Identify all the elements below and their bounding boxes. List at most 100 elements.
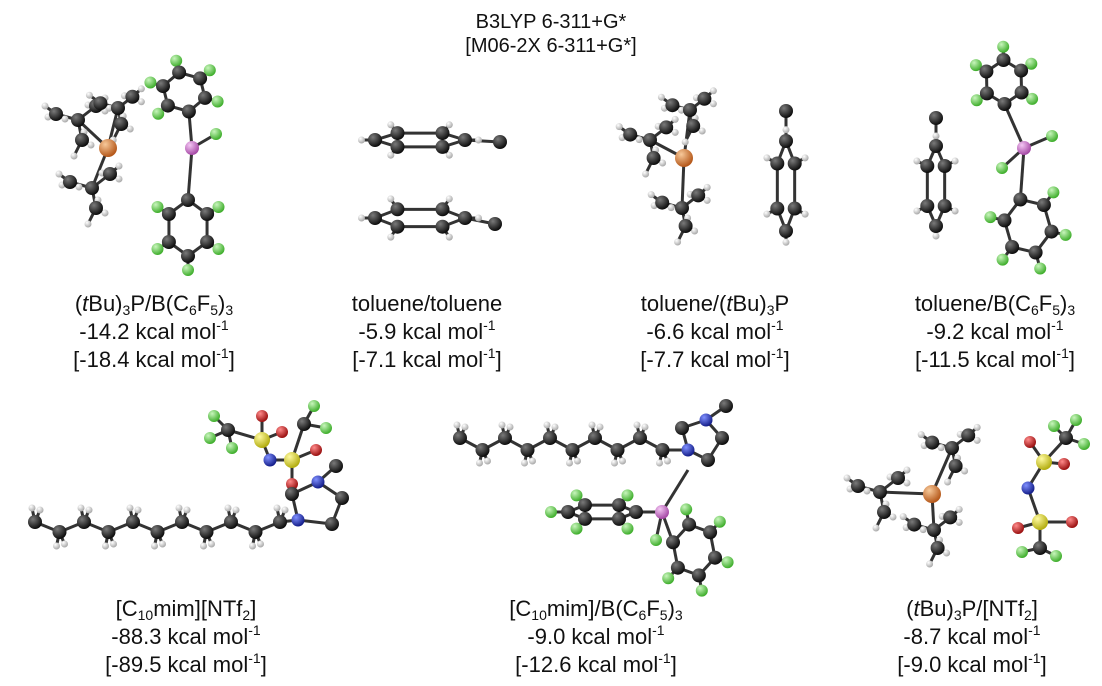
- carbon-atom: [1005, 240, 1020, 254]
- bond: [660, 469, 690, 513]
- bond: [1003, 103, 1026, 149]
- carbon-atom: [248, 525, 263, 539]
- hydrogen-atom: [596, 423, 604, 431]
- hydrogen-atom: [843, 474, 851, 482]
- carbon-atom: [927, 523, 941, 537]
- carbon-atom: [63, 175, 77, 189]
- fluorine-atom: [320, 422, 332, 434]
- bond: [186, 147, 194, 201]
- complex-name: (tBu)3P/B(C6F5)3: [4, 290, 304, 318]
- complex-name: [C10mim]/B(C6F5)3: [446, 595, 746, 623]
- hydrogen-atom: [872, 524, 880, 532]
- fluorine-atom: [1050, 550, 1062, 562]
- energy-alt-number: [-9.0 kcal mol: [897, 652, 1029, 677]
- fluorine-atom: [204, 432, 216, 444]
- carbon-atom: [659, 120, 674, 135]
- carbon-atom: [193, 71, 208, 86]
- carbon-atom: [715, 431, 729, 445]
- carbon-atom: [691, 568, 706, 583]
- name-part: F: [1038, 291, 1053, 316]
- carbon-atom: [156, 79, 170, 94]
- hydrogen-atom: [53, 542, 60, 550]
- carbon-atom: [629, 505, 643, 519]
- hydrogen-atom: [973, 423, 981, 431]
- fluorine-atom: [662, 572, 675, 585]
- carbon-atom: [891, 471, 905, 485]
- carbon-atom: [787, 156, 802, 171]
- fluorine-atom: [680, 503, 693, 516]
- hydrogen-atom: [932, 232, 940, 240]
- carbon-atom: [488, 217, 502, 231]
- name-part: t: [726, 291, 733, 316]
- carbon-atom: [1044, 224, 1059, 239]
- carbon-atom: [435, 219, 450, 234]
- fluorine-atom: [1047, 186, 1060, 199]
- hydrogen-atom: [659, 159, 667, 167]
- hydrogen-atom: [41, 102, 49, 110]
- fluorine-atom: [621, 489, 634, 502]
- carbon-atom: [520, 443, 535, 457]
- alt-method-line: [M06-2X 6-311+G*]: [465, 35, 637, 57]
- hydrogen-atom: [529, 457, 536, 465]
- carbon-atom: [111, 101, 125, 115]
- carbon-atom: [779, 104, 793, 118]
- carbon-atom: [686, 119, 701, 133]
- method-line: B3LYP 6-311+G*: [475, 11, 627, 33]
- fluorine-atom: [721, 556, 734, 569]
- energy-alt-value: [-12.6 kcal mol-1]: [446, 651, 746, 679]
- name-part: Bu): [919, 596, 954, 621]
- hydrogen-atom: [782, 238, 790, 246]
- carbon-atom: [390, 202, 405, 217]
- hydrogen-atom: [232, 506, 240, 514]
- name-part: 3: [225, 302, 234, 318]
- oxygen-atom: [1024, 436, 1036, 448]
- complex-name: (tBu)3P/[NTf2]: [822, 595, 1102, 623]
- hydrogen-atom: [703, 183, 711, 191]
- carbon-atom: [997, 213, 1012, 228]
- energy-alt-number: [-12.6 kcal mol: [515, 652, 659, 677]
- carbon-atom: [979, 86, 994, 101]
- carbon-atom: [610, 443, 625, 457]
- energy-alt-close: ]: [1068, 347, 1075, 372]
- carbon-atom: [646, 151, 661, 165]
- carbon-atom: [691, 188, 706, 203]
- oxygen-atom: [256, 410, 268, 422]
- name-part: 3: [766, 302, 775, 318]
- hydrogen-atom: [801, 210, 809, 218]
- hydrogen-atom: [611, 459, 618, 467]
- hydrogen-atom: [951, 157, 959, 165]
- sulfur-atom: [284, 452, 300, 468]
- hydrogen-atom: [151, 542, 158, 550]
- hydrogen-atom: [955, 518, 963, 526]
- hydrogen-atom: [667, 204, 675, 212]
- phosphorus-atom: [99, 139, 117, 157]
- carbon-atom: [224, 515, 238, 529]
- nitrogen-atom: [699, 413, 713, 427]
- oxygen-atom: [1012, 522, 1024, 534]
- carbon-atom: [561, 505, 575, 519]
- hydrogen-atom: [134, 506, 142, 514]
- fluorine-atom: [1034, 262, 1047, 275]
- fluorine-atom: [621, 522, 634, 535]
- fluorine-atom: [1026, 92, 1039, 105]
- hydrogen-atom: [961, 467, 969, 475]
- carbon-atom: [682, 517, 697, 532]
- energy-alt-value: [-7.1 kcal mol-1]: [277, 346, 577, 374]
- energy-number: -8.7 kcal mol: [903, 624, 1029, 649]
- carbon-atom: [1013, 192, 1028, 207]
- carbon-atom: [435, 126, 450, 141]
- carbon-atom: [612, 498, 626, 513]
- name-part: ]: [1031, 596, 1038, 621]
- name-part: 10: [137, 607, 154, 623]
- hydrogen-atom: [175, 504, 183, 512]
- energy-number: -14.2 kcal mol: [79, 319, 217, 344]
- hydrogen-atom: [70, 152, 78, 160]
- carbon-atom: [160, 98, 175, 113]
- energy-number: -88.3 kcal mol: [111, 624, 249, 649]
- hydrogen-atom: [102, 542, 109, 550]
- fluorine-atom: [984, 211, 997, 224]
- carbon-atom: [325, 517, 339, 531]
- fluorine-atom: [1016, 546, 1028, 558]
- carbon-atom: [578, 498, 592, 513]
